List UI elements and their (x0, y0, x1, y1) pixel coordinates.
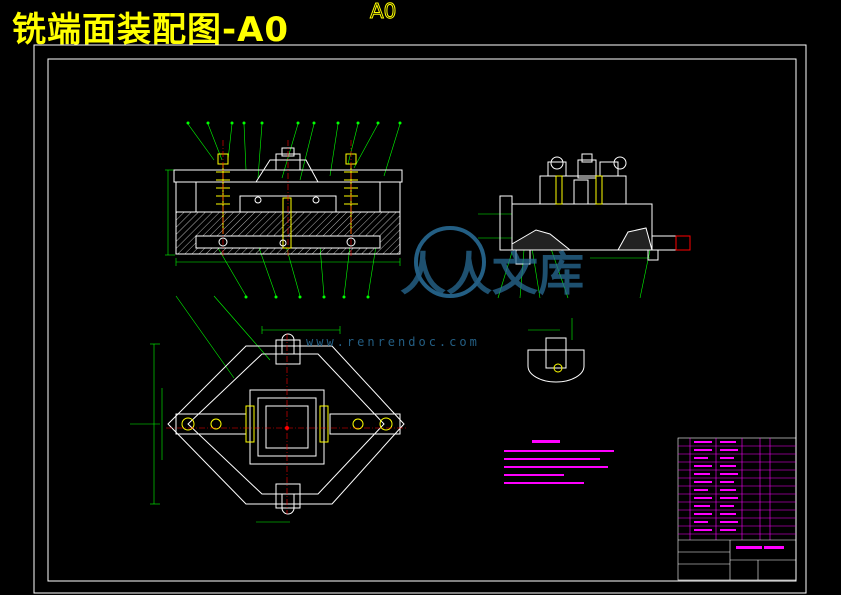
front-view-pins (218, 196, 356, 247)
parts-list-entries (694, 441, 784, 549)
front-view-balloons (186, 121, 402, 299)
side-view (478, 153, 691, 299)
side-view-fasteners (555, 175, 603, 205)
front-view (165, 121, 403, 299)
side-view-body (499, 153, 691, 265)
watermark-logo-text: 人人文库 (400, 247, 584, 301)
top-view-body (167, 333, 405, 515)
watermark: 人人文库 www.renrendoc.com (306, 226, 584, 349)
drawing-title: 铣端面装配图-A0 (12, 10, 290, 50)
front-view-dimensions (165, 169, 401, 266)
top-view (130, 295, 408, 523)
parts-list-table (677, 437, 797, 581)
top-view-center-mark (285, 426, 289, 430)
top-view-fasteners (181, 405, 393, 443)
top-view-leaders (130, 295, 271, 425)
watermark-logo-ring (414, 226, 486, 298)
inner-frame (47, 58, 797, 582)
detail-view (527, 318, 585, 383)
sheet-size-label: A0 (369, 0, 397, 23)
top-view-centerlines (166, 334, 408, 514)
outer-frame (33, 44, 807, 594)
technical-notes (504, 440, 614, 484)
top-view-dimensions (150, 326, 341, 523)
front-view-centerlines (222, 140, 352, 258)
sheet-border (33, 44, 807, 594)
watermark-url: www.renrendoc.com (306, 335, 480, 349)
front-view-leaders (187, 123, 401, 297)
